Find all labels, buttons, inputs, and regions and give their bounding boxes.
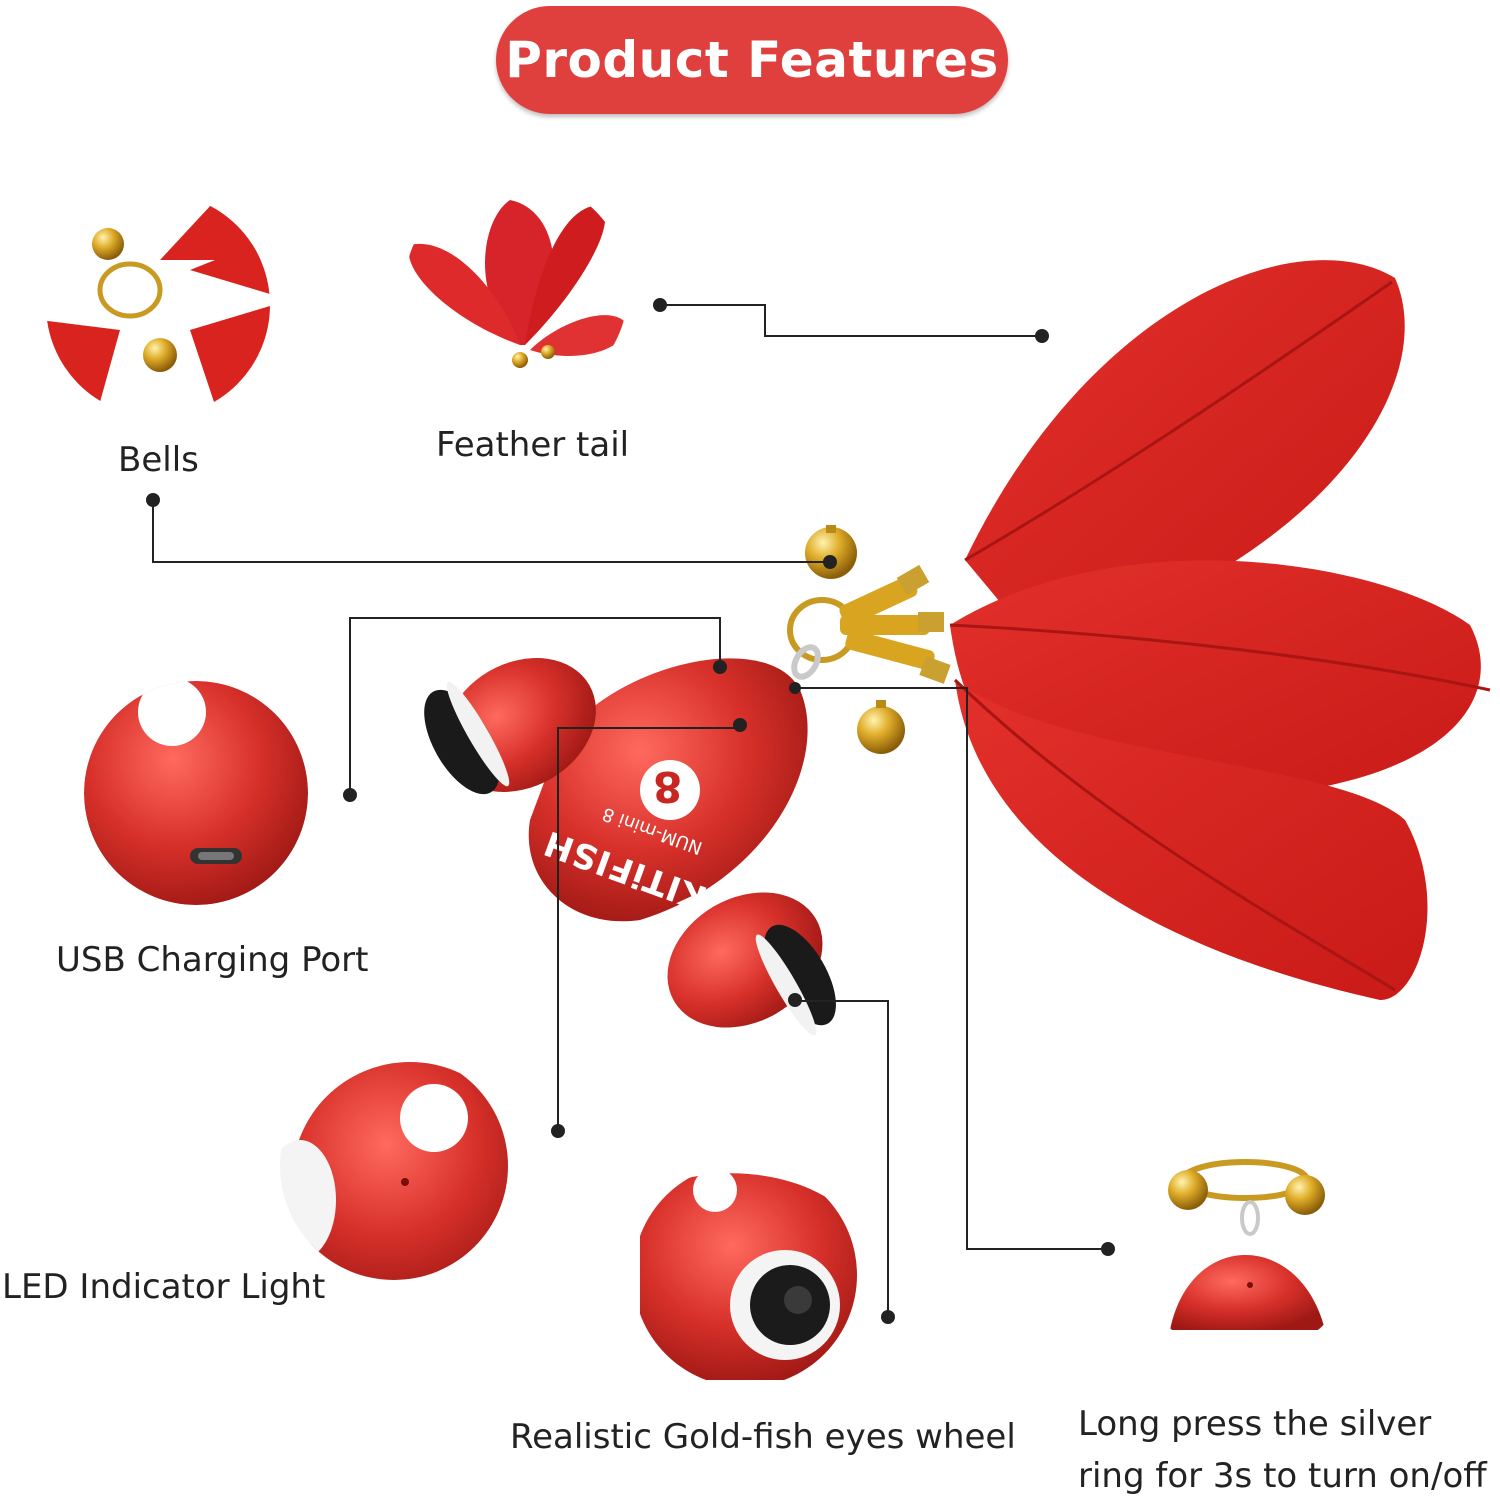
callout-dot xyxy=(551,1124,565,1138)
silver-ring-label: Long press the silver ring for 3s to tur… xyxy=(1078,1404,1487,1496)
feather-tail-large xyxy=(949,260,1491,1000)
callout-dot xyxy=(146,493,160,507)
bell-icon xyxy=(805,525,905,754)
callout-dot xyxy=(713,660,727,674)
eyes-wheel-photo xyxy=(633,1163,857,1387)
callout-dot xyxy=(881,1310,895,1324)
callout-led xyxy=(557,727,740,1131)
callout-feather-tail xyxy=(660,304,1042,337)
callout-dot xyxy=(733,718,747,732)
callout-dot xyxy=(789,682,801,694)
page-title: Product Features xyxy=(505,31,999,89)
led-indicator-photo xyxy=(280,1052,508,1280)
eyes-wheel-label: Realistic Gold-fish eyes wheel xyxy=(510,1417,1016,1457)
callout-dot xyxy=(1035,329,1049,343)
callout-dot xyxy=(788,993,802,1007)
callout-bells xyxy=(152,500,830,563)
usb-port-photo xyxy=(84,681,308,905)
title-banner: Product Features xyxy=(496,6,1008,114)
callout-usb xyxy=(349,617,721,795)
callout-dot xyxy=(653,298,667,312)
led-light-label: LED Indicator Light xyxy=(2,1267,326,1307)
callout-silver-ring xyxy=(795,687,1108,1250)
bells-label: Bells xyxy=(118,440,199,480)
callout-dot xyxy=(343,788,357,802)
feather-tail-photo xyxy=(404,178,628,402)
feather-tail-label: Feather tail xyxy=(436,425,630,465)
gold-clip-assembly xyxy=(787,564,951,684)
silver-ring-photo xyxy=(1133,1133,1357,1357)
callout-dot xyxy=(823,555,837,569)
callout-dot xyxy=(1101,1242,1115,1256)
usb-port-label: USB Charging Port xyxy=(56,940,369,980)
silver-ring[interactable] xyxy=(789,643,822,681)
callout-eyes xyxy=(795,1000,889,1317)
